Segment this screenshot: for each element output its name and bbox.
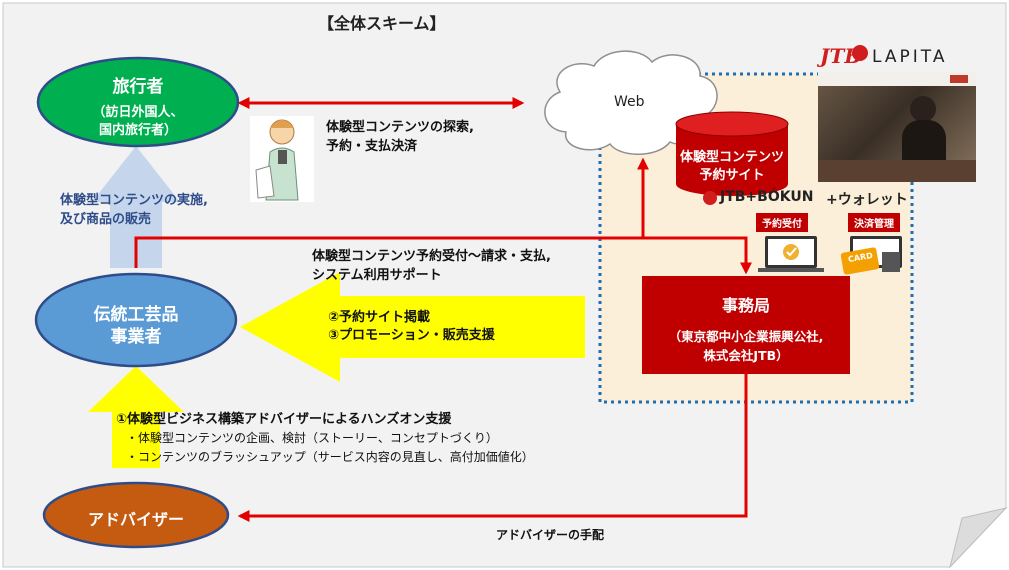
site-cylinder-top [675, 111, 789, 137]
accept-line1: 体験型コンテンツ予約受付～請求・支払, [312, 249, 551, 264]
office-name: 事務局 [721, 296, 770, 315]
jtb-bokun-label: JTB+BÓKUN [720, 189, 814, 205]
office-box [642, 276, 850, 374]
handson-bullet2: ・コンテンツのブラッシュアップ（サービス内容の見直し、高付加価値化） [126, 450, 534, 464]
implement-line1: 体験型コンテンツの実施, [60, 193, 208, 208]
reserve-badge: 予約受付 [756, 213, 808, 232]
accept-line2: システム利用サポート [312, 268, 442, 283]
traveler-illustration [250, 116, 314, 202]
search-line1: 体験型コンテンツの探索, [326, 120, 474, 135]
page-curl [949, 507, 1008, 569]
advisor-ellipse [42, 481, 230, 549]
advisor-name: アドバイザー [87, 510, 184, 529]
traveler-sub2: 国内旅行者） [98, 123, 177, 138]
lapita-logo: LAPITA [872, 47, 948, 67]
arrange-line [237, 374, 748, 522]
search-line2: 予約・支払決済 [326, 139, 418, 154]
payment-badge: 決済管理 [848, 213, 900, 232]
handson-title: ①体験型ビジネス構築アドバイザーによるハンズオン支援 [116, 412, 452, 427]
laptop-device [758, 236, 824, 272]
web-label: Web [614, 94, 645, 110]
payment-device [840, 236, 902, 275]
wallet-label: +ウォレット [826, 192, 908, 208]
arrange-label: アドバイザーの手配 [496, 528, 605, 542]
site-cylinder-body [676, 124, 788, 196]
office-line1: （東京都中小企業振興公社, [668, 329, 824, 344]
site-line2: 予約サイト [699, 168, 765, 183]
lapita-mark-icon [852, 45, 868, 61]
support-arrow [240, 272, 585, 382]
handson-bullet1: ・体験型コンテンツの企画、検討（ストーリー、コンセプトづくり） [126, 431, 498, 445]
craft-line2: 事業者 [110, 327, 162, 347]
support-line2: ③プロモーション・販売支援 [328, 328, 495, 343]
site-line1: 体験型コンテンツ [679, 150, 784, 165]
craft-ellipse [34, 272, 238, 368]
page-title: 【全体スキーム】 [318, 14, 446, 33]
traveler-sub1: （訪日外国人、 [92, 105, 184, 120]
office-line2: 株式会社JTB） [703, 348, 789, 363]
implement-line2: 及び商品の販売 [60, 212, 152, 227]
jtb-bokun-mark [703, 191, 717, 205]
handson-arrow [88, 366, 184, 468]
craft-line1: 伝統工芸品 [93, 305, 179, 325]
lapita-site-screenshot [818, 72, 976, 182]
support-line1: ②予約サイト掲載 [328, 310, 431, 325]
traveler-name: 旅行者 [112, 77, 164, 97]
